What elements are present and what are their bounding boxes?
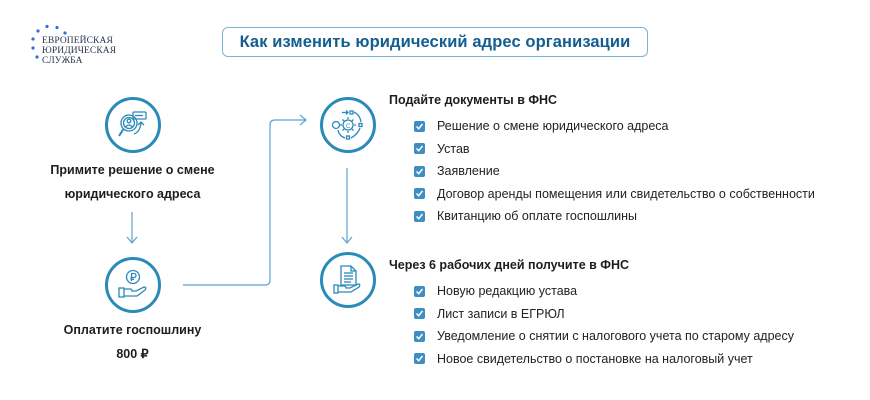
section1-title: Подайте документы в ФНС bbox=[389, 93, 558, 107]
step2-label: Оплатите госпошлину 800 ₽ bbox=[30, 318, 235, 366]
checkbox-checked-icon bbox=[414, 188, 425, 200]
svg-text:C: C bbox=[346, 124, 351, 130]
list-item-text: Новое свидетельство о постановке на нало… bbox=[437, 351, 753, 366]
list-item-text: Уведомление о снятии с налогового учета … bbox=[437, 329, 794, 344]
section2-icon-circle bbox=[320, 252, 376, 308]
list-item-text: Договор аренды помещения или свидетельст… bbox=[437, 186, 815, 201]
hand-document-icon bbox=[333, 265, 361, 294]
step1-icon-circle bbox=[105, 97, 161, 153]
checkbox-checked-icon bbox=[414, 330, 425, 342]
list-item: Устав bbox=[414, 138, 859, 161]
checkbox-checked-icon bbox=[414, 353, 425, 365]
list-item: Новое свидетельство о постановке на нало… bbox=[414, 348, 859, 371]
list-item-text: Заявление bbox=[437, 164, 500, 179]
list-item: Лист записи в ЕГРЮЛ bbox=[414, 303, 859, 326]
page-title: Как изменить юридический адрес организац… bbox=[239, 32, 631, 51]
logo-text: ЕВРОПЕЙСКАЯ ЮРИДИЧЕСКАЯ СЛУЖБА bbox=[42, 36, 116, 66]
list-item: Квитанцию об оплате госпошлины bbox=[414, 205, 859, 228]
list-item-text: Лист записи в ЕГРЮЛ bbox=[437, 306, 565, 321]
step1-label: Примите решение о смене юридического адр… bbox=[30, 158, 235, 206]
list-item: Решение о смене юридического адреса bbox=[414, 115, 859, 138]
step1-label-line1: Примите решение о смене bbox=[50, 163, 215, 177]
list-item-text: Устав bbox=[437, 141, 470, 156]
step2-label-line1: Оплатите госпошлину bbox=[63, 323, 202, 337]
step1-label-line2: юридического адреса bbox=[64, 187, 201, 201]
checkbox-checked-icon bbox=[414, 165, 425, 177]
checkbox-checked-icon bbox=[414, 143, 425, 155]
section2-list: Новую редакцию устава Лист записи в ЕГРЮ… bbox=[414, 280, 859, 370]
section1-icon-circle: C bbox=[320, 97, 376, 153]
list-item: Заявление bbox=[414, 160, 859, 183]
logo-line-3: СЛУЖБА bbox=[42, 56, 83, 66]
list-item: Уведомление о снятии с налогового учета … bbox=[414, 325, 859, 348]
checkbox-checked-icon bbox=[414, 120, 425, 132]
section2-title: Через 6 рабочих дней получите в ФНС bbox=[389, 258, 629, 272]
logo-line-1: ЕВРОПЕЙСКАЯ bbox=[42, 36, 113, 46]
section1: Подайте документы в ФНС Решение о смене … bbox=[389, 93, 859, 228]
list-item: Договор аренды помещения или свидетельст… bbox=[414, 183, 859, 206]
star-arc-icon bbox=[31, 24, 67, 59]
search-person-document-icon bbox=[118, 111, 147, 137]
step2-icon-circle bbox=[105, 257, 161, 313]
checkbox-checked-icon bbox=[414, 285, 425, 297]
gear-cycle-process-icon: C bbox=[331, 110, 363, 140]
checkbox-checked-icon bbox=[414, 308, 425, 320]
logo: ЕВРОПЕЙСКАЯ ЮРИДИЧЕСКАЯ СЛУЖБА bbox=[30, 24, 140, 68]
arrow-step2-to-section1 bbox=[183, 119, 305, 286]
title-box: Как изменить юридический адрес организац… bbox=[222, 27, 648, 57]
checkbox-checked-icon bbox=[414, 210, 425, 222]
list-item-text: Новую редакцию устава bbox=[437, 284, 578, 299]
list-item-text: Решение о смене юридического адреса bbox=[437, 119, 669, 134]
section1-list: Решение о смене юридического адреса Уста… bbox=[414, 115, 859, 228]
list-item: Новую редакцию устава bbox=[414, 280, 859, 303]
list-item-text: Квитанцию об оплате госпошлины bbox=[437, 209, 638, 224]
section2: Через 6 рабочих дней получите в ФНС Нову… bbox=[389, 258, 859, 370]
step2-label-amount: 800 ₽ bbox=[116, 347, 149, 361]
hand-ruble-coin-icon bbox=[118, 269, 147, 298]
logo-line-2: ЮРИДИЧЕСКАЯ bbox=[42, 46, 117, 56]
